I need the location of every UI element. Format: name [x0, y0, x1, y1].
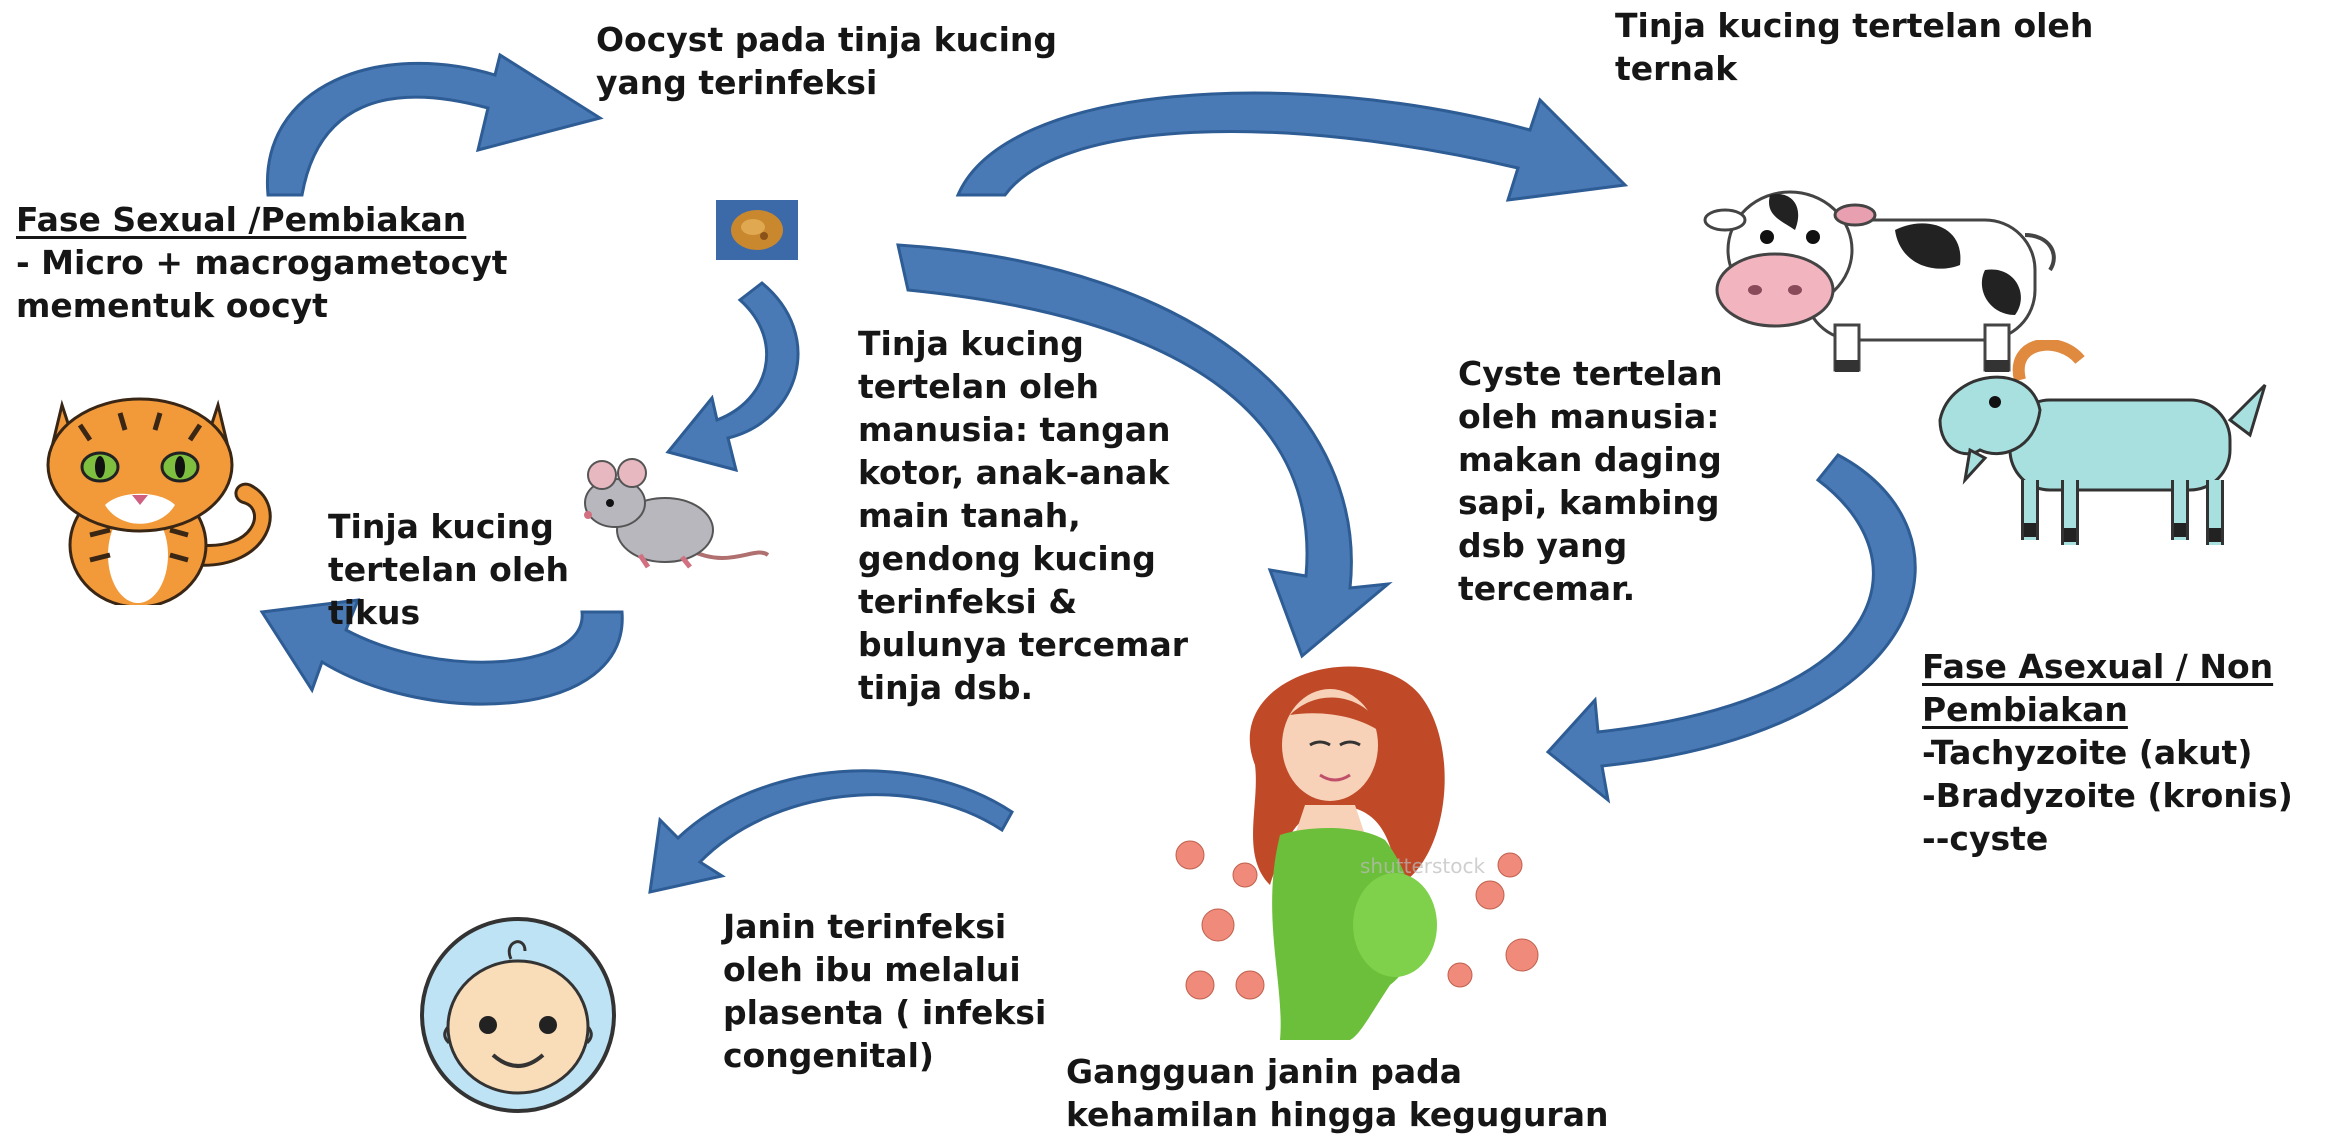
mouse-icon: [570, 455, 770, 575]
fetal-disorder-label: Gangguan janin pada kehamilan hingga keg…: [1066, 1050, 1608, 1136]
asexual-phase-heading: Fase Asexual / Non: [1922, 645, 2293, 688]
arrow-oocyst-to-livestock: [958, 93, 1625, 200]
sexual-phase-block: Fase Sexual /Pembiakan - Micro + macroga…: [16, 198, 508, 327]
asexual-phase-block: Fase Asexual / Non Pembiakan -Tachyzoite…: [1922, 645, 2293, 860]
livestock-label: Tinja kucing tertelan oleh ternak: [1615, 4, 2093, 90]
arrow-cat-to-oocyst: [267, 55, 600, 195]
cat-icon: [20, 385, 290, 605]
baby-face-icon: [413, 915, 623, 1115]
arrow-woman-to-baby: [650, 771, 1012, 892]
oocyst-label: Oocyst pada tinja kucing yang terinfeksi: [596, 18, 1057, 104]
sexual-phase-heading: Fase Sexual /Pembiakan: [16, 198, 508, 241]
goat-icon: [1920, 340, 2280, 560]
human-ingestion-label: Tinja kucing tertelan oleh manusia: tang…: [858, 322, 1188, 709]
arrow-oocyst-to-mouse: [668, 283, 798, 470]
mice-label: Tinja kucing tertelan oleh tikus: [328, 505, 569, 634]
pregnant-woman-icon: shutterstock: [1160, 655, 1550, 1040]
fetus-infection-label: Janin terinfeksi oleh ibu melalui plasen…: [723, 905, 1046, 1077]
cyst-ingestion-label: Cyste tertelan oleh manusia: makan dagin…: [1458, 352, 1723, 610]
watermark: shutterstock: [1360, 854, 1485, 878]
oocyst-icon: [716, 200, 798, 260]
